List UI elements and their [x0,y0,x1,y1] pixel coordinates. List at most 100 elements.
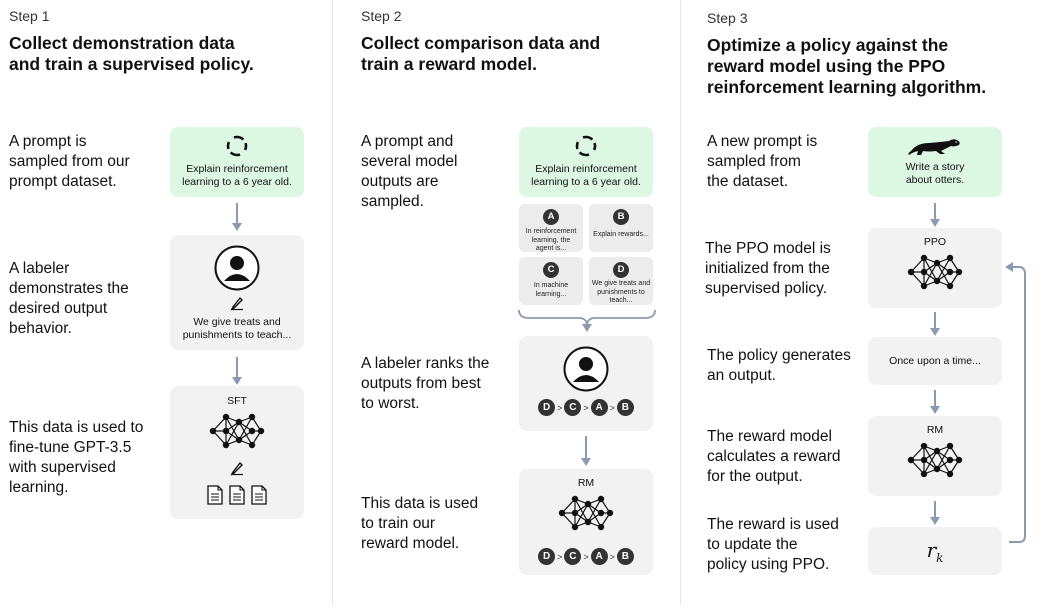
output-text-d: We give treats and punishments to teach.… [591,280,651,306]
output-card-a: A In reinforcement learning, the agent i… [519,204,583,252]
desc-line: The reward model [707,428,832,445]
step-3-title-line: Optimize a policy against the [707,35,949,55]
refresh-icon [575,135,597,157]
network-node [222,427,230,435]
network-node [584,518,592,526]
network-node [597,523,605,531]
step-3-desc-reward: The reward model calculates a reward for… [707,427,841,487]
desc-line: initialized from the [705,260,830,277]
arrow-down-icon [581,436,591,466]
step-1-prompt-box: Explain reinforcement learning to a 6 ye… [170,127,304,197]
network-node [597,495,605,503]
desc-line: outputs from best [361,375,481,392]
step-3-desc-ppo: The PPO model is initialized from the su… [705,239,831,299]
step-3-prompt-box: Write a story about otters. [868,127,1002,197]
desc-line: an output. [707,367,776,384]
person-icon [563,346,609,392]
network-node [571,509,579,517]
network-edge [936,262,951,287]
prompt-line: Explain reinforcement [535,163,637,175]
step-2-desc-train: This data is used to train our reward mo… [361,494,478,554]
otter-icon [908,139,960,155]
output-line: punishments to teach... [182,329,292,341]
desc-line: fine-tune GPT-3.5 [9,439,132,456]
network-edge [587,503,602,528]
arrow-down-icon [232,203,242,231]
desc-line: the dataset. [707,173,789,190]
network-node [955,268,963,276]
rm-label: RM [926,424,944,436]
desc-line: sampled from [707,153,801,170]
step-2-rank-box: D>C>A>B [519,336,653,431]
badge-d: D [613,262,629,278]
step-2-title-line: train a reward model. [361,54,538,74]
prompt-text: Explain reinforcement learning to a 6 ye… [519,163,653,189]
labeler-output-text: We give treats and punishments to teach.… [170,316,304,342]
network-node [571,523,579,531]
policy-output-text: Once upon a time... [889,355,981,367]
step-1-column: Step 1 Collect demonstration data and tr… [0,0,332,605]
desc-line: desired output [9,300,108,317]
desc-line: reward model. [361,535,460,552]
network-node [946,470,954,478]
neural-network-icon [907,442,963,478]
greater-than: > [583,551,589,562]
prompt-line: Write a story [905,161,965,173]
network-node [222,441,230,449]
desc-line: for the output. [707,468,803,485]
badge-a: A [543,209,559,225]
arrow-down-icon [930,312,940,336]
network-edge [238,416,253,441]
network-node [946,442,954,450]
network-node [248,413,256,421]
step-3-title: Optimize a policy against the reward mod… [707,35,1047,98]
rank-badge: B [616,548,634,566]
desc-line: This data is used [361,495,479,512]
desc-line: with supervised [9,459,116,476]
greater-than: > [609,402,615,413]
output-line: learning, the [531,236,571,244]
arrow-down-icon [930,501,940,525]
desc-line: The reward is used [707,516,839,533]
network-node [222,413,230,421]
rank-badge: C [564,399,582,417]
step-3-ppo-box: PPO [868,228,1002,308]
step-1-sft-box: SFT [170,386,304,519]
output-text-a: In reinforcement learning, the agent is.… [521,228,581,254]
step-3-label: Step 3 [707,10,748,26]
ppo-label: PPO [923,236,947,248]
desc-line: A new prompt is [707,133,818,150]
pencil-icon [230,461,243,476]
reward-value: rk [868,538,1002,565]
output-line: In machine [533,282,569,289]
network-node [907,456,915,464]
output-text-b: Explain rewards... [591,231,651,240]
bracket-icon [518,309,656,332]
network-node [946,254,954,262]
step-3-rm-box: RM [868,416,1002,496]
document-icon [229,485,245,505]
network-node [606,509,614,517]
network-node [248,427,256,435]
network-node [946,456,954,464]
step-1-title-line: and train a supervised policy. [9,54,254,74]
network-node [920,282,928,290]
network-node [571,495,579,503]
step-2-prompt-box: Explain reinforcement learning to a 6 ye… [519,127,653,197]
loop-arrow-icon [1005,262,1026,543]
network-node [933,447,941,455]
network-node [257,427,265,435]
step-1-title-line: Collect demonstration data [9,33,235,53]
desc-line: A labeler [9,260,70,277]
step-3-desc-prompt: A new prompt is sampled from the dataset… [707,132,817,192]
network-node [920,254,928,262]
desc-line: The PPO model is [705,240,831,257]
document-icon [251,485,267,505]
network-edge [923,445,938,470]
desc-line: calculates a reward [707,448,841,465]
prompt-text: Write a story about otters. [868,161,1002,187]
output-line: We give treats and [591,280,651,287]
divider-2 [680,0,681,605]
step-1-desc-finetune: This data is used to fine-tune GPT-3.5 w… [9,418,143,498]
step-3-column: Step 3 Optimize a policy against the rew… [680,0,1049,605]
